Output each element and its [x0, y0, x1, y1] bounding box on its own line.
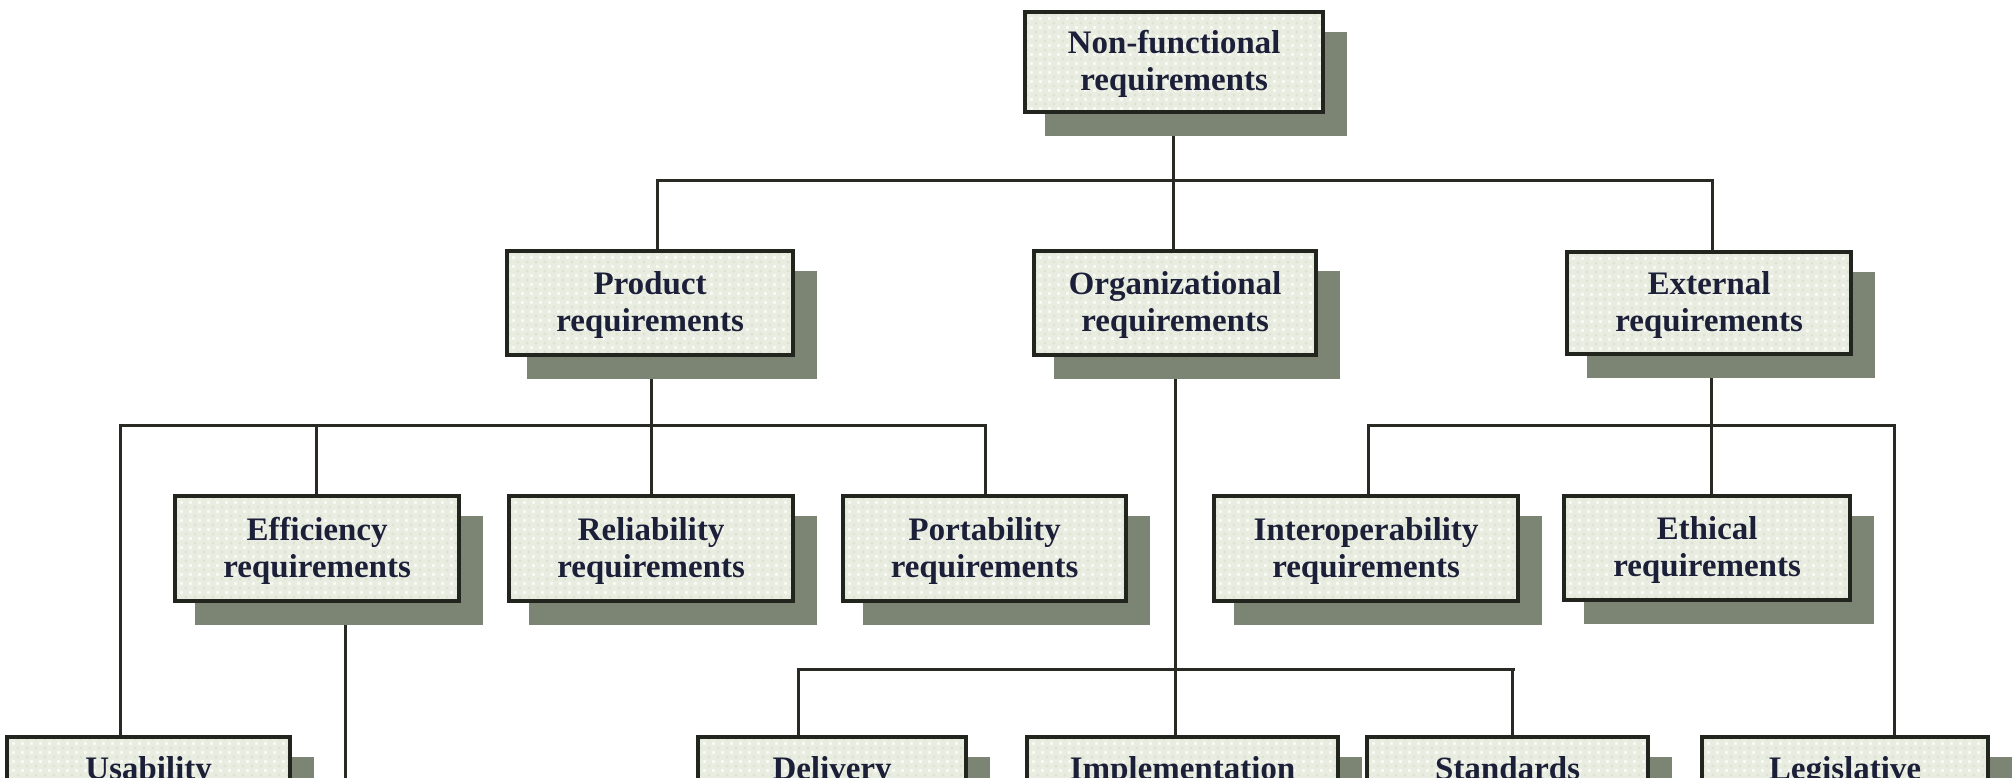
- connector-line: [797, 668, 800, 737]
- connector-line: [656, 179, 659, 251]
- node-label: Usability: [85, 751, 212, 778]
- node-legislative-requirements-box: Legislative: [1700, 735, 1990, 778]
- connector-line: [1367, 424, 1896, 427]
- node-label: Delivery: [772, 751, 892, 778]
- connector-line: [797, 668, 1515, 671]
- connector-line: [1511, 668, 1514, 737]
- node-label: requirements: [1613, 548, 1801, 584]
- connector-line: [344, 602, 347, 778]
- node-label: Interoperability: [1253, 511, 1479, 548]
- connector-line: [1172, 114, 1175, 181]
- node-label: Implementation: [1069, 751, 1296, 778]
- node-label: requirements: [557, 548, 745, 585]
- node-label: Product: [593, 266, 707, 302]
- node-implementation-requirements-box: Implementation: [1025, 735, 1340, 778]
- node-label: Reliability: [577, 511, 725, 548]
- connector-line: [984, 424, 987, 496]
- connector-line: [1367, 424, 1370, 496]
- connector-line: [1174, 356, 1177, 737]
- connector-line: [315, 424, 318, 496]
- node-label: Ethical: [1656, 511, 1758, 547]
- node-label: requirements: [1080, 62, 1268, 98]
- node-label: requirements: [556, 303, 744, 339]
- node-usability-requirements-box: Usability: [5, 735, 292, 778]
- node-label: requirements: [890, 548, 1079, 585]
- node-standards-requirements-box: Standards: [1365, 735, 1650, 778]
- connector-line: [119, 424, 122, 737]
- connector-line: [1711, 179, 1714, 252]
- connector-line: [1893, 424, 1896, 737]
- node-label: Organizational: [1068, 266, 1282, 302]
- node-label: External: [1647, 266, 1771, 302]
- node-label: Non-functional: [1067, 25, 1281, 61]
- node-label: requirements: [1081, 303, 1269, 339]
- connector-line: [119, 424, 987, 427]
- node-label: Portability: [908, 511, 1061, 548]
- node-label: requirements: [1272, 548, 1460, 585]
- node-label: requirements: [1615, 303, 1803, 339]
- node-label: Standards: [1435, 751, 1580, 778]
- connector-line: [650, 357, 653, 497]
- node-label: Efficiency: [246, 511, 388, 548]
- connector-line: [656, 179, 1714, 182]
- node-delivery-requirements-box: Delivery: [696, 735, 968, 778]
- connector-line: [1172, 179, 1175, 251]
- node-label: requirements: [223, 548, 411, 585]
- node-label: Legislative: [1768, 751, 1922, 778]
